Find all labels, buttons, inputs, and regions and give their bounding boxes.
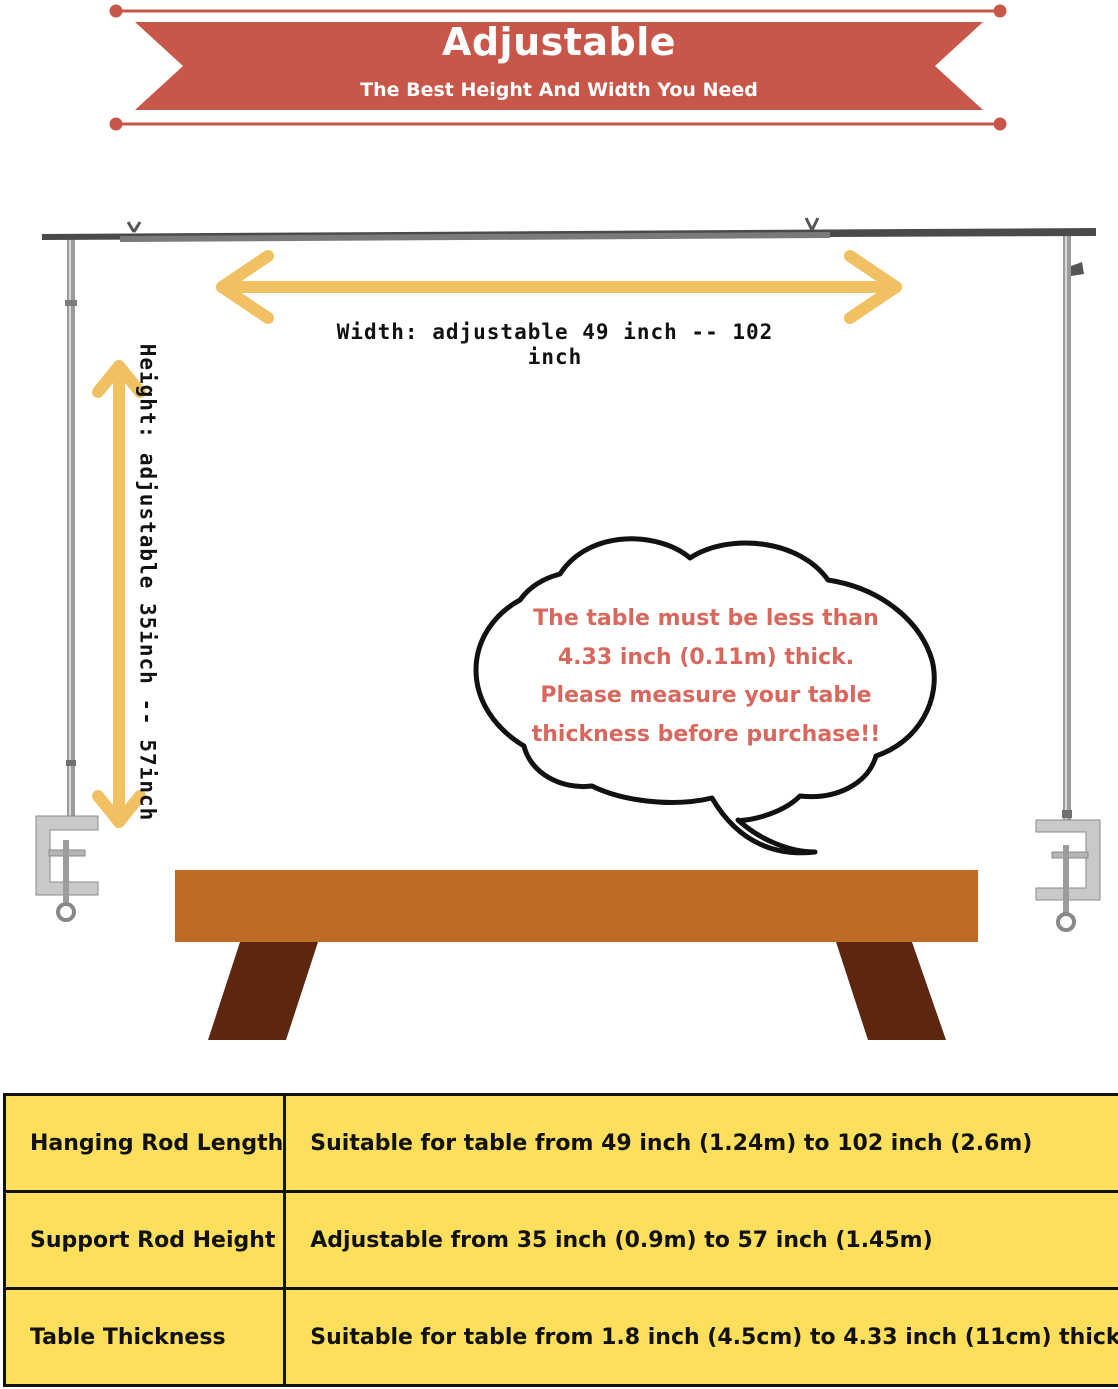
stand-right-pole: [1062, 232, 1084, 822]
cloud-line: 4.33 inch (0.11m) thick.: [557, 644, 855, 670]
table-row: Support Rod Height Adjustable from 35 in…: [2, 1190, 1118, 1290]
row-label: Table Thickness: [2, 1287, 287, 1387]
width-arrow: [216, 250, 902, 324]
spec-table: Hanging Rod Length Suitable for table fr…: [2, 1093, 1118, 1387]
hanging-rod: [42, 217, 1096, 242]
table-row: Table Thickness Suitable for table from …: [2, 1287, 1118, 1387]
clamp-left: [35, 815, 99, 922]
cloud-line: thickness before purchase!!: [531, 721, 881, 747]
height-label: Height: adjustable 35inch -- 57inch: [135, 343, 160, 822]
row-value: Suitable for table from 1.8 inch (4.5cm)…: [283, 1287, 1118, 1387]
row-value: Suitable for table from 49 inch (1.24m) …: [283, 1093, 1118, 1193]
row-value: Adjustable from 35 inch (0.9m) to 57 inc…: [283, 1190, 1118, 1290]
cloud-warning-text: The table must be less than 4.33 inch (0…: [520, 600, 892, 754]
cloud-line: Please measure your table: [540, 683, 872, 708]
clamp-right: [1035, 819, 1101, 932]
table-illustration: [175, 870, 978, 1040]
banner-subtitle: The Best Height And Width You Need: [360, 79, 758, 101]
banner-rails: [109, 4, 1007, 131]
banner-title: Adjustable: [441, 20, 677, 64]
speech-cloud: [473, 536, 937, 856]
width-label: Width: adjustable 49 inch -- 102 inch: [336, 320, 774, 369]
row-label: Support Rod Height: [2, 1190, 287, 1290]
stand-left-pole: [65, 238, 77, 818]
height-arrow: [92, 360, 146, 828]
row-label: Hanging Rod Length: [2, 1093, 287, 1193]
table-row: Hanging Rod Length Suitable for table fr…: [2, 1093, 1118, 1193]
banner-ribbon: [135, 22, 983, 110]
cloud-line: The table must be less than: [533, 606, 879, 631]
